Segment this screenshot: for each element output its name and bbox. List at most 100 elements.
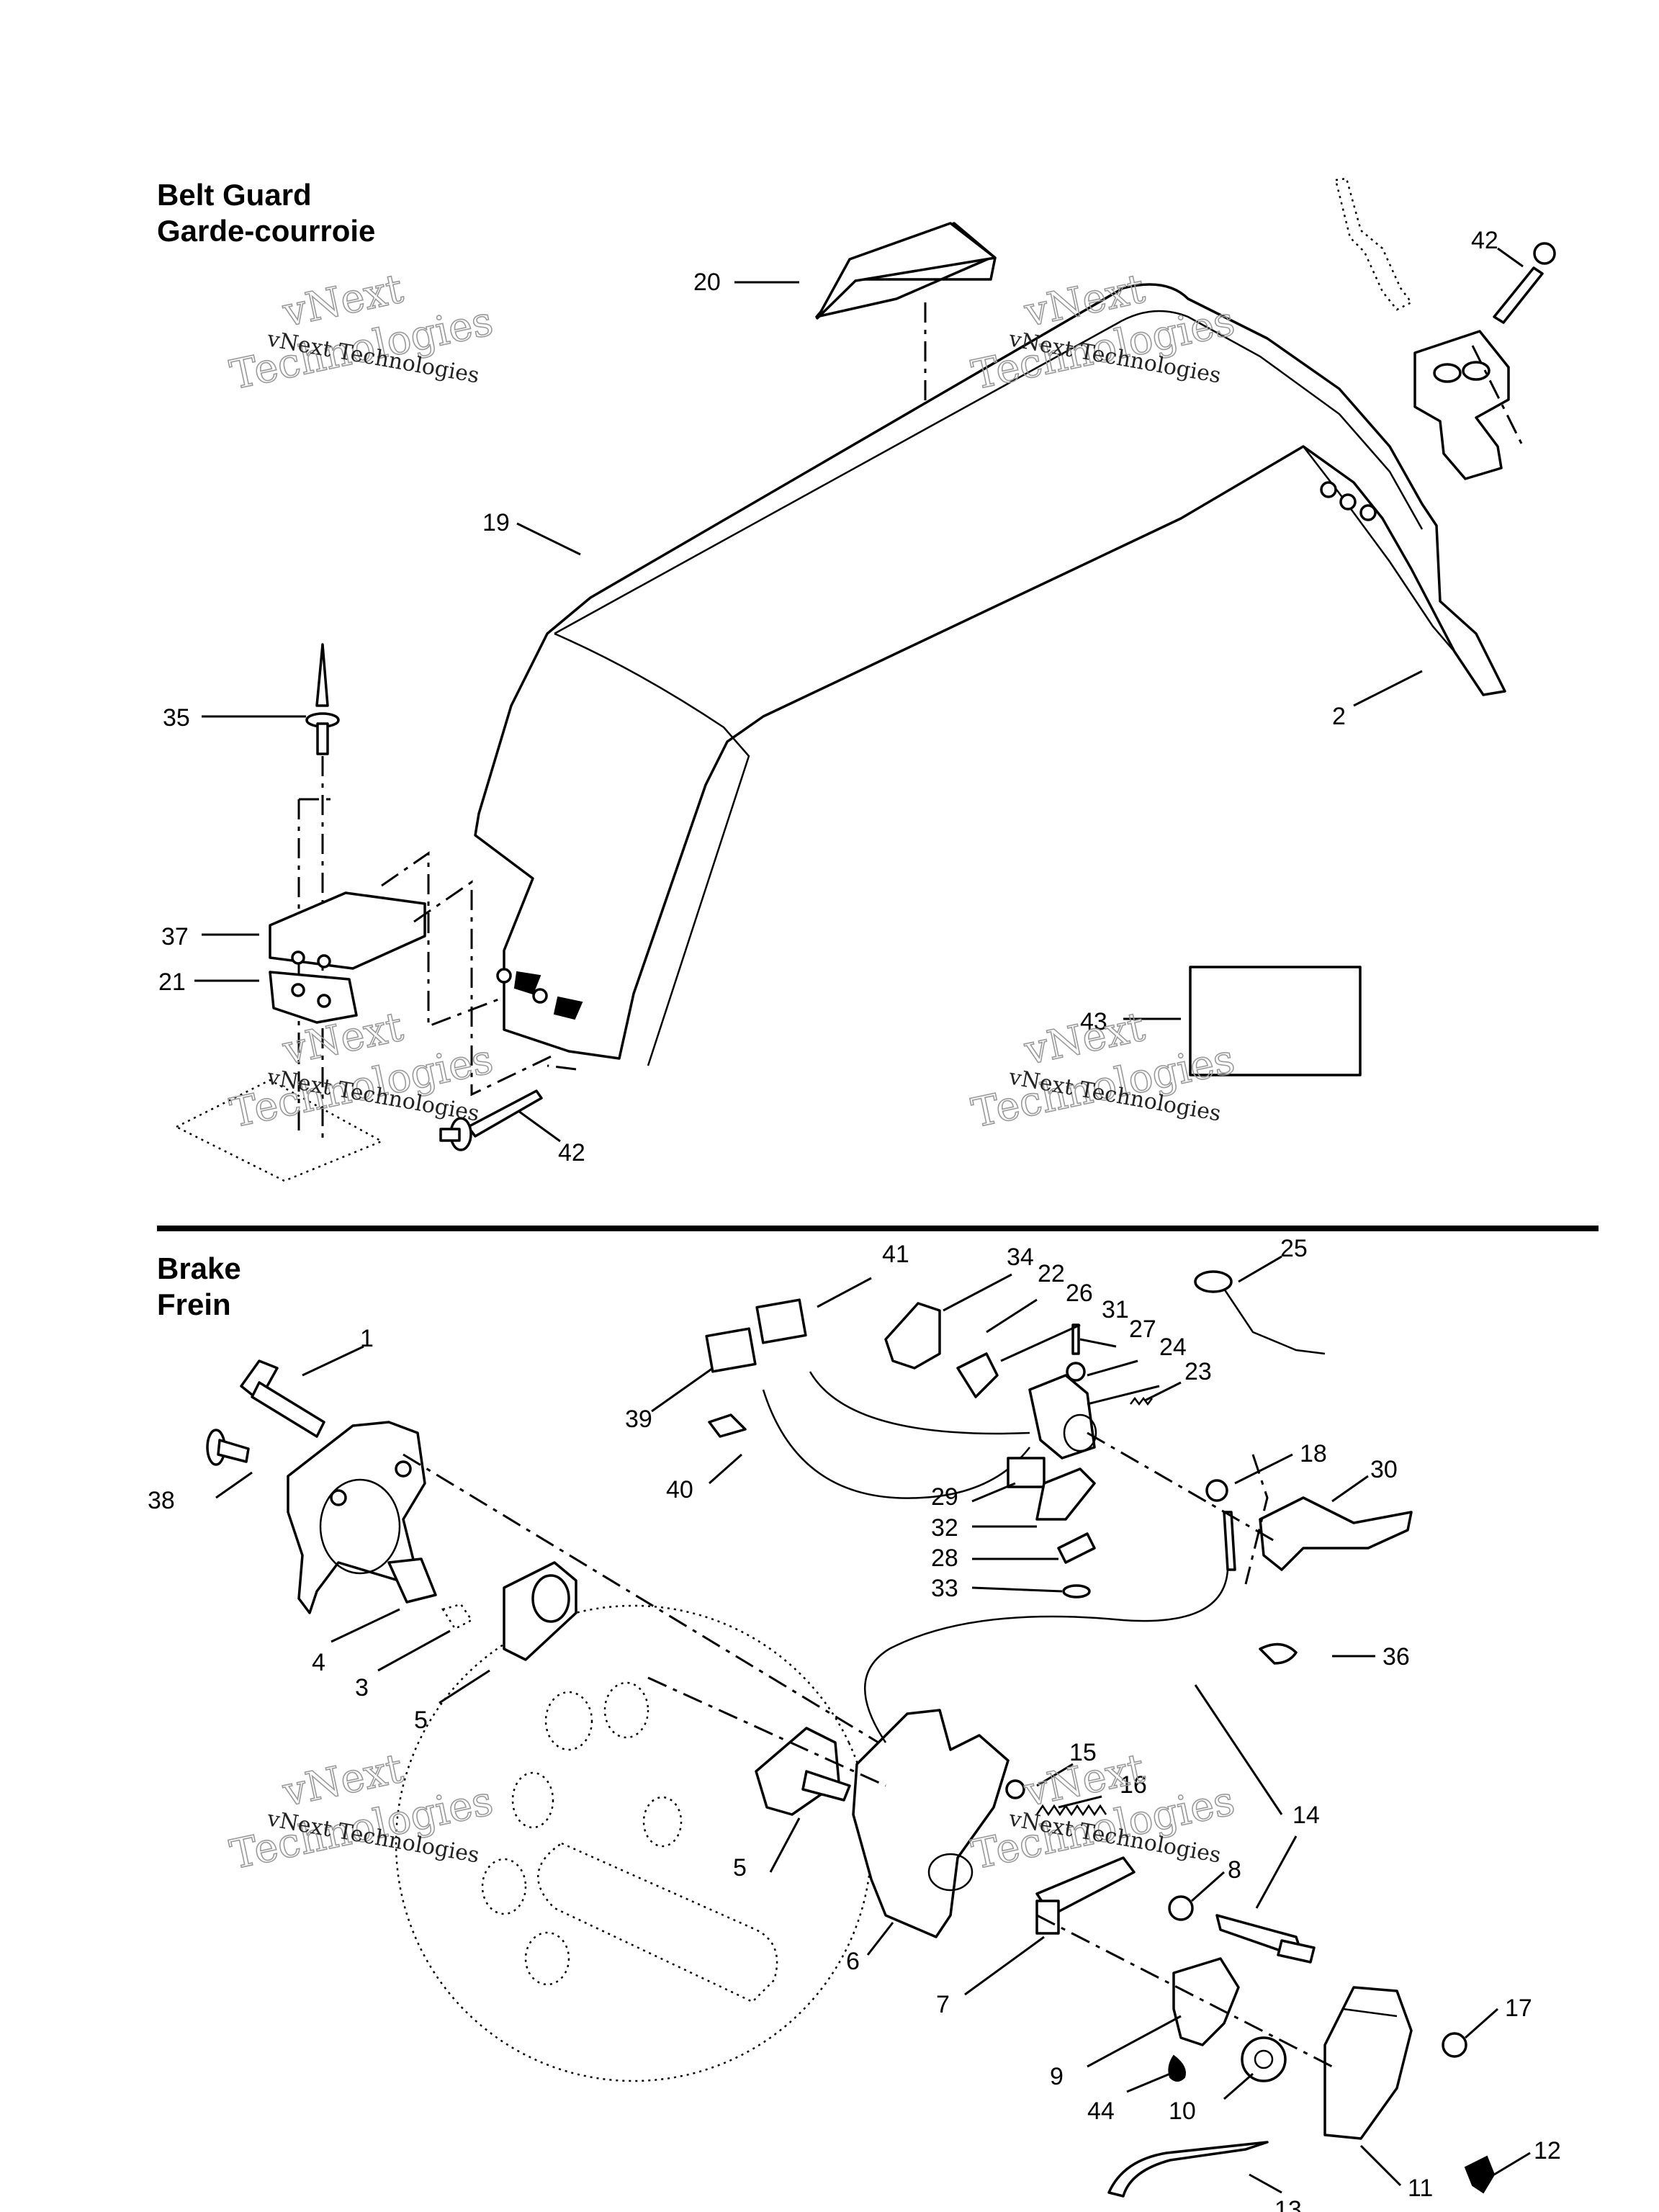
belt-guard-drawing <box>174 177 1556 1182</box>
callout-number: 5 <box>733 1854 747 1881</box>
nut-part <box>1442 2032 1467 2058</box>
cover-part <box>1323 1986 1413 2140</box>
nut-part <box>1168 1895 1194 1921</box>
switch-bore <box>1063 1413 1097 1452</box>
nut-part <box>441 1603 473 1630</box>
disc-hole <box>642 1796 683 1848</box>
belt-guard-edge-top <box>554 310 1424 635</box>
pad-clip <box>387 1557 437 1604</box>
leader-line <box>1255 1835 1298 1909</box>
rivet-part <box>1493 266 1544 324</box>
callout-number: 17 <box>1505 1995 1532 2022</box>
plate-part <box>269 971 358 1024</box>
callout-number: 22 <box>1038 1260 1065 1287</box>
cable-tie <box>1259 1642 1298 1665</box>
callout-number: 10 <box>1169 2098 1196 2125</box>
assembly-axis <box>403 1453 879 1744</box>
plate-hole <box>291 983 305 997</box>
guard-clip <box>553 996 583 1020</box>
leader-line <box>215 1471 253 1499</box>
terminal-part <box>708 1413 747 1438</box>
piston-part <box>755 1727 840 1816</box>
brake-lever <box>1259 1496 1413 1571</box>
connector-part <box>705 1327 757 1373</box>
callout-number: 3 <box>355 1674 369 1701</box>
washer-part <box>1066 1362 1086 1382</box>
bracket-hole <box>1462 361 1491 381</box>
leader-line <box>377 1629 451 1672</box>
bolt-shank <box>251 1381 325 1438</box>
block-part <box>1007 1457 1046 1488</box>
plate-hole <box>291 950 305 965</box>
brake-drawing <box>206 1255 1531 2198</box>
callout-number: 28 <box>931 1545 958 1572</box>
switch-axis <box>1087 1431 1275 1542</box>
bolt-shank <box>217 1439 250 1463</box>
plate-part <box>956 1352 999 1398</box>
label-box-part <box>1189 966 1362 1076</box>
clip-part <box>1205 1479 1228 1502</box>
rivet-shank <box>439 1128 461 1142</box>
callout-number: 43 <box>1080 1008 1107 1035</box>
switch-part <box>1194 1270 1233 1293</box>
callout-number: 27 <box>1129 1316 1156 1343</box>
callout-number: 21 <box>158 968 186 996</box>
leader-line <box>516 522 581 556</box>
callout-number: 40 <box>666 1476 693 1503</box>
leader-line <box>1000 1323 1081 1362</box>
leader-line <box>964 1936 1045 1996</box>
leader-line <box>1087 1385 1160 1406</box>
callout-number: 18 <box>1300 1440 1327 1467</box>
plate-hole <box>317 994 331 1008</box>
leader-line <box>971 1586 1063 1593</box>
belt-guard-title: Belt Guard <box>157 178 312 212</box>
leader-line <box>1079 1338 1117 1348</box>
connector-part <box>755 1298 807 1344</box>
leader-line <box>1191 1871 1225 1902</box>
callout-number: 11 <box>1408 2175 1433 2202</box>
belt-guard-edge-front <box>554 632 750 1066</box>
belt-guard-callouts: 20 42 19 2 35 37 21 43 42 <box>158 227 1498 1166</box>
spacer-hole <box>531 1574 570 1623</box>
callout-number: 29 <box>931 1483 958 1511</box>
leader-line <box>866 1922 894 1956</box>
retaining-clip <box>1107 2141 1269 2198</box>
switch-wire <box>1223 1288 1326 1355</box>
callout-number: 26 <box>1066 1280 1093 1307</box>
plate-hole <box>317 954 331 968</box>
brake-cable <box>863 1562 1233 1743</box>
caliper-hole <box>330 1489 347 1506</box>
assembly-axis <box>647 1676 886 1787</box>
caliper-bore <box>927 1853 974 1892</box>
harness-wire <box>762 1389 1030 1499</box>
leader-line <box>1497 247 1524 268</box>
rod-end <box>1277 1939 1316 1964</box>
disc-hole <box>481 1858 527 1915</box>
knob-center <box>1254 2049 1274 2069</box>
leader-line <box>651 1367 714 1413</box>
callout-number: 36 <box>1382 1643 1410 1671</box>
caliper-bore <box>319 1478 401 1575</box>
leader-line <box>1493 2152 1531 2176</box>
guard-hole <box>1339 493 1357 511</box>
switch-housing <box>1028 1374 1096 1460</box>
leader-line <box>1144 1381 1182 1402</box>
leader-line <box>1353 670 1423 707</box>
caliper-hole <box>395 1460 412 1478</box>
callout-number: 42 <box>558 1139 585 1166</box>
disc-hole <box>603 1681 649 1739</box>
cap-part <box>884 1302 941 1370</box>
bracket-part <box>1413 330 1510 480</box>
guard-hole <box>496 968 512 984</box>
guard-hole <box>1320 481 1337 498</box>
callout-number: 39 <box>625 1406 652 1433</box>
callout-number: 32 <box>931 1514 958 1542</box>
base-plate-outline <box>174 1079 384 1182</box>
disc-hole <box>524 1931 570 1986</box>
callout-number: 37 <box>161 923 189 950</box>
callout-number: 9 <box>1050 2063 1064 2090</box>
leader-line <box>943 1273 1012 1312</box>
callout-number: 12 <box>1534 2137 1561 2164</box>
leader-line <box>1058 1795 1102 1809</box>
